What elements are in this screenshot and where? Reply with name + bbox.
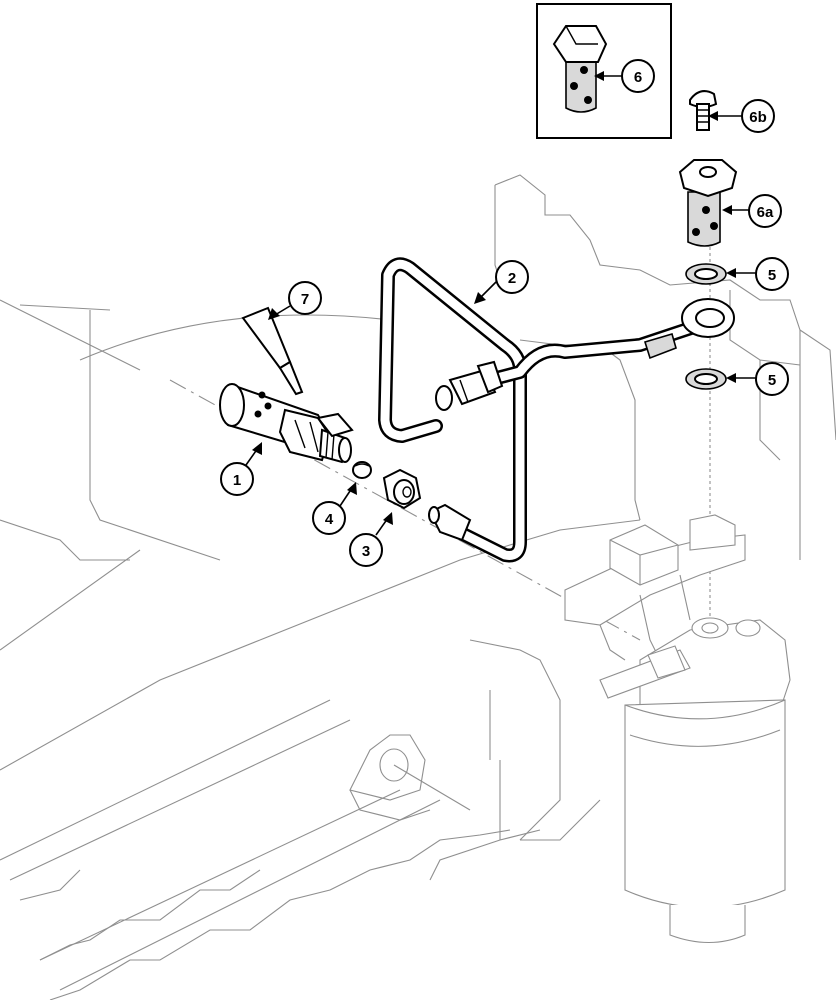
callout-7-label: 7 bbox=[301, 291, 309, 308]
callout-5-lower-label: 5 bbox=[768, 372, 776, 389]
callout-2-label: 2 bbox=[508, 270, 516, 287]
injector-part-1 bbox=[219, 383, 354, 464]
callout-5-upper-label: 5 bbox=[768, 267, 776, 284]
callout-6-label: 6 bbox=[634, 69, 642, 86]
washer-part-5-upper bbox=[685, 263, 727, 285]
callout-6b: 6b bbox=[741, 99, 775, 133]
callout-6b-label: 6b bbox=[749, 109, 767, 126]
sealant-tube-part-7 bbox=[241, 306, 304, 396]
callout-4-label: 4 bbox=[325, 511, 334, 528]
washer-part-5-lower bbox=[685, 368, 727, 390]
nut-part-3 bbox=[382, 468, 422, 510]
callout-1: 1 bbox=[220, 462, 254, 496]
callout-5-upper: 5 bbox=[755, 257, 789, 291]
olive-part-4 bbox=[352, 461, 372, 479]
callout-3: 3 bbox=[349, 533, 383, 567]
callout-2: 2 bbox=[495, 260, 529, 294]
callout-3-label: 3 bbox=[362, 543, 370, 560]
banjo-bolt-part-6a bbox=[678, 159, 738, 247]
bleed-screw-part-6b bbox=[689, 90, 718, 131]
leak-off-pipe-part-2 bbox=[378, 257, 735, 563]
callout-6a-label: 6a bbox=[757, 204, 774, 221]
callout-6: 6 bbox=[621, 59, 655, 93]
banjo-bolt-part-6 bbox=[552, 25, 608, 113]
fuel-filter-assembly bbox=[564, 514, 791, 943]
callout-6a: 6a bbox=[748, 194, 782, 228]
callout-1-label: 1 bbox=[233, 472, 241, 489]
leader-lines bbox=[245, 71, 758, 536]
callout-5-lower: 5 bbox=[755, 362, 789, 396]
callout-4: 4 bbox=[312, 501, 346, 535]
callout-7: 7 bbox=[288, 281, 322, 315]
